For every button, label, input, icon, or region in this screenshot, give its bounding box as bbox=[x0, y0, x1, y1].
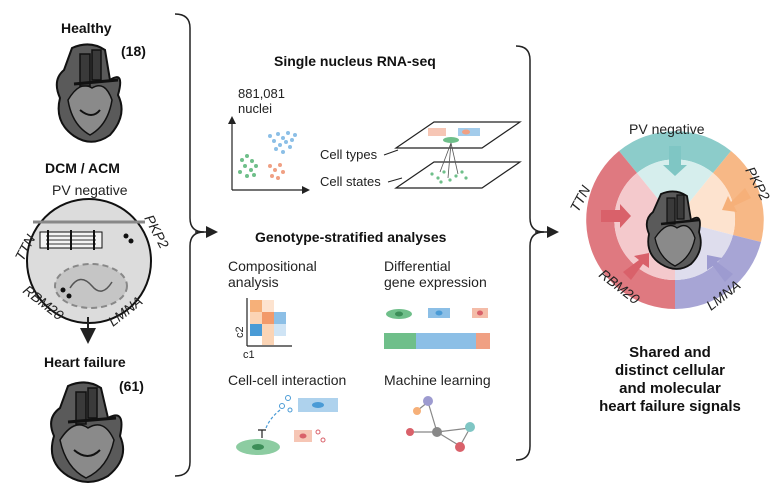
summary-line-4: heart failure signals bbox=[599, 398, 741, 415]
heart-icon bbox=[50, 381, 124, 483]
right-panel: PV negative PKP2 LMNA RBM20 TTN Shared a… bbox=[567, 121, 774, 415]
nucleus-icon bbox=[54, 263, 128, 309]
cell-cell-label: Cell-cell interaction bbox=[228, 372, 346, 388]
pv-negative-label-left: PV negative bbox=[52, 182, 128, 198]
nuclei-word: nuclei bbox=[238, 101, 272, 116]
dcm-acm-label: DCM / ACM bbox=[45, 160, 120, 176]
compositional-label-2: analysis bbox=[228, 274, 279, 290]
axis-c2: c2 bbox=[234, 326, 246, 338]
genotype-title: Genotype-stratified analyses bbox=[255, 229, 447, 245]
middle-bracket bbox=[515, 45, 545, 461]
pv-negative-label-right: PV negative bbox=[629, 121, 705, 137]
healthy-count: (18) bbox=[121, 43, 146, 59]
axis-c1: c1 bbox=[243, 349, 255, 361]
middle-panel: Single nucleus RNA-seq 881,081 nuclei bbox=[228, 45, 559, 461]
heart-failure-count: (61) bbox=[119, 378, 144, 394]
umap-plot bbox=[228, 116, 310, 194]
differential-label-2: gene expression bbox=[384, 274, 487, 290]
left-panel: Healthy (18) DCM / ACM bbox=[12, 13, 218, 483]
snrna-title: Single nucleus RNA-seq bbox=[274, 53, 436, 69]
differential-label-1: Differential bbox=[384, 258, 451, 274]
cell-interaction-icon bbox=[236, 395, 338, 455]
gene-expression-bars bbox=[384, 308, 490, 349]
heart-icon bbox=[645, 190, 702, 270]
summary-text: Shared and distinct cellular and molecul… bbox=[599, 344, 741, 415]
receptor-icon bbox=[258, 429, 266, 438]
nuclei-count: 881,081 bbox=[238, 86, 285, 101]
compositional-label-1: Compositional bbox=[228, 258, 317, 274]
cell-layers bbox=[394, 121, 522, 189]
machine-learning-label: Machine learning bbox=[384, 372, 491, 388]
genotype-circle bbox=[26, 198, 152, 324]
summary-line-1: Shared and bbox=[629, 344, 711, 361]
composition-heatmap: c1 c2 bbox=[234, 298, 292, 361]
sarcomere-icon bbox=[39, 230, 103, 250]
left-bracket bbox=[174, 13, 205, 477]
summary-line-2: distinct cellular bbox=[615, 362, 725, 379]
cell-states-label: Cell states bbox=[320, 174, 381, 189]
cell-types-label: Cell types bbox=[320, 147, 378, 162]
network-icon bbox=[406, 396, 475, 452]
summary-line-3: and molecular bbox=[619, 380, 721, 397]
heart-failure-label: Heart failure bbox=[44, 354, 126, 370]
heart-icon bbox=[55, 43, 123, 143]
healthy-label: Healthy bbox=[61, 20, 112, 36]
